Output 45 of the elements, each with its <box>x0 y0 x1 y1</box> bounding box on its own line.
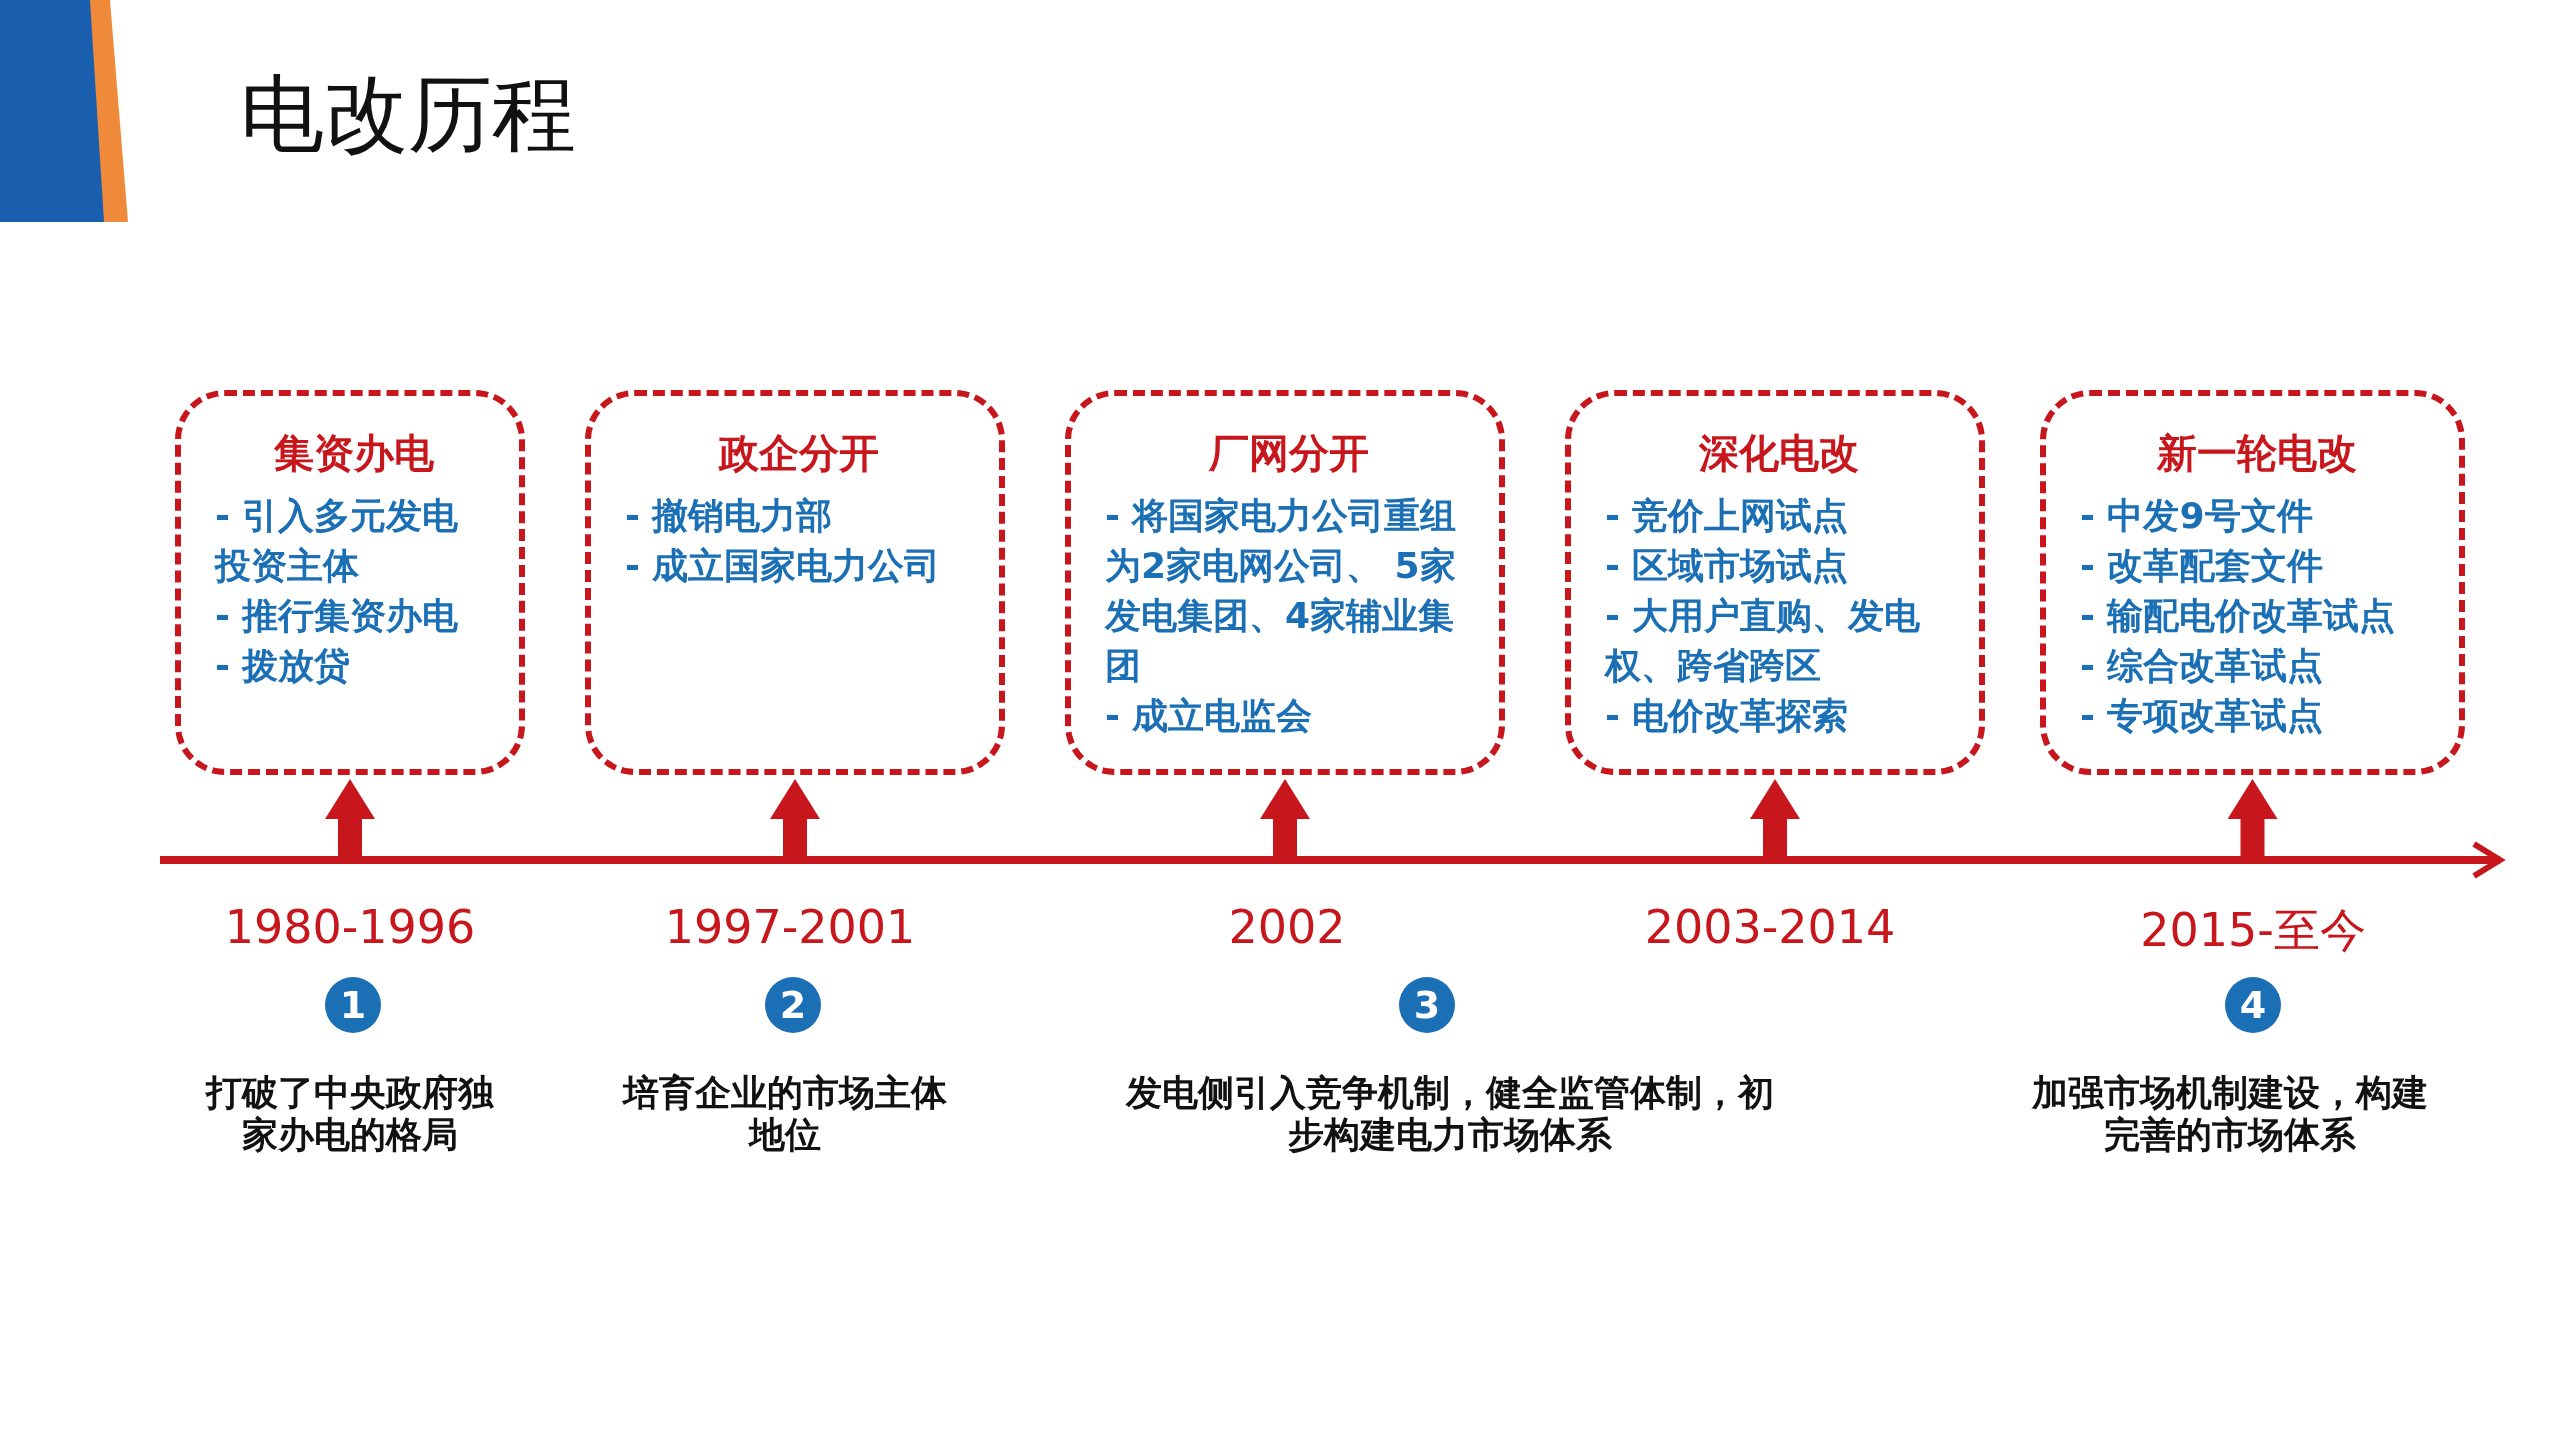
bullet-item: - 综合改革试点 <box>2080 644 2325 688</box>
bullet-item: - 电价改革探索 <box>1605 694 1850 738</box>
stage-box <box>585 390 1005 775</box>
bullet-item: - 引入多元发电投资主体 <box>215 494 460 588</box>
year-label: 2003-2014 <box>1643 900 1897 954</box>
bullet-item: - 成立电监会 <box>1105 694 1314 738</box>
bullet-item: - 成立国家电力公司 <box>625 544 942 588</box>
bullet-item: - 专项改革试点 <box>2080 694 2325 738</box>
year-label: 2015-至今 <box>2139 902 2367 959</box>
stage-description: 培育企业的市场主体地位 <box>621 1072 948 1156</box>
stage-box <box>2040 390 2465 775</box>
stage-box <box>1565 390 1985 775</box>
year-label: 1997-2001 <box>663 900 917 954</box>
year-label: 2002 <box>1227 900 1347 954</box>
stage-box <box>175 390 525 775</box>
bullet-item: - 将国家电力公司重组为2家电网公司、 5家发电集团、4家辅业集团 <box>1105 494 1458 688</box>
stage-heading: 深化电改 <box>1698 429 1860 478</box>
arrow <box>1750 779 1800 856</box>
stage-heading: 新一轮电改 <box>2155 429 2358 478</box>
stage-box <box>1065 390 1505 775</box>
step-number: 2 <box>765 977 821 1033</box>
bullet-item: - 推行集资办电 <box>215 594 460 638</box>
arrow <box>1260 779 1310 856</box>
step-number: 1 <box>325 977 381 1033</box>
bullet-item: - 撤销电力部 <box>625 494 834 538</box>
bullet-item: - 改革配套文件 <box>2080 544 2325 588</box>
bullet-item: - 输配电价改革试点 <box>2080 594 2397 638</box>
bullet-item: - 中发9号文件 <box>2080 494 2314 538</box>
stage-description: 加强市场机制建设，构建完善的市场体系 <box>2030 1072 2429 1156</box>
stage-heading: 集资办电 <box>273 429 435 478</box>
stage-description: 打破了中央政府独家办电的格局 <box>204 1072 495 1156</box>
arrow <box>2227 779 2278 856</box>
stage-heading: 政企分开 <box>717 429 880 478</box>
step-number: 3 <box>1399 977 1455 1033</box>
stage-heading: 厂网分开 <box>1207 429 1370 478</box>
bullet-item: - 区域市场试点 <box>1605 544 1850 588</box>
bullet-item: - 大用户直购、发电权、跨省跨区 <box>1605 594 1922 688</box>
title: 电改历程 <box>240 64 576 165</box>
bullet-item: - 竞价上网试点 <box>1605 494 1850 538</box>
step-number: 4 <box>2225 977 2281 1033</box>
year-label: 1980-1996 <box>223 900 477 954</box>
arrow <box>770 779 820 856</box>
arrow <box>325 779 375 856</box>
stage-description: 发电侧引入竞争机制，健全监管体制，初步构建电力市场体系 <box>1124 1072 1775 1156</box>
bullet-item: - 拨放贷 <box>215 644 352 688</box>
